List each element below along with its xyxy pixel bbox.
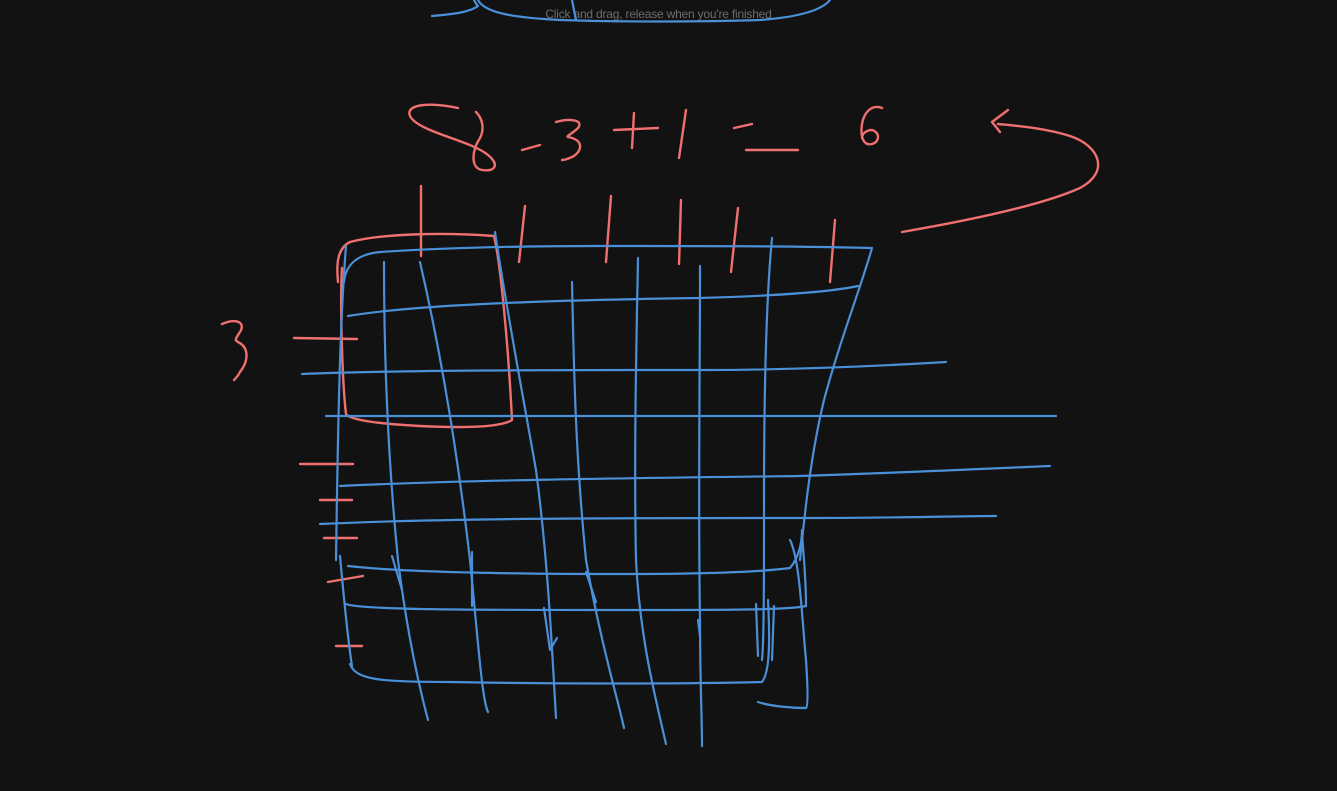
highlight-box-stroke	[336, 232, 514, 429]
digit-3-stroke	[554, 118, 582, 162]
plus-sign-h-stroke	[612, 126, 660, 132]
arrow-stroke-group	[900, 108, 1100, 234]
top-curve-stroke	[476, 0, 832, 23]
top-tick-stroke	[570, 0, 578, 22]
digit-6-stroke	[860, 105, 884, 146]
top-partial-shape	[430, 0, 832, 23]
grid-right-outer-stroke	[756, 538, 809, 710]
tick-5	[729, 206, 740, 274]
equation-strokes	[408, 103, 884, 172]
left-digit-3-stroke	[220, 320, 248, 382]
grid-right-inner-stroke	[760, 236, 774, 662]
top-tick-marks	[419, 184, 837, 284]
arrow-head-stroke	[990, 108, 1010, 134]
left-tick-marks	[292, 336, 365, 648]
tick-6	[828, 218, 837, 284]
arrow-curve-stroke	[900, 122, 1100, 234]
minus-sign-1-stroke	[520, 143, 542, 152]
plus-sign-v-stroke	[630, 111, 636, 150]
digit-1-stroke	[677, 108, 688, 160]
equals-top-stroke	[732, 122, 754, 130]
grid-strokes	[300, 230, 1058, 748]
top-loop-stroke	[430, 0, 480, 18]
digit-8-stroke	[408, 103, 496, 172]
grid-left-border-stroke	[334, 244, 348, 562]
